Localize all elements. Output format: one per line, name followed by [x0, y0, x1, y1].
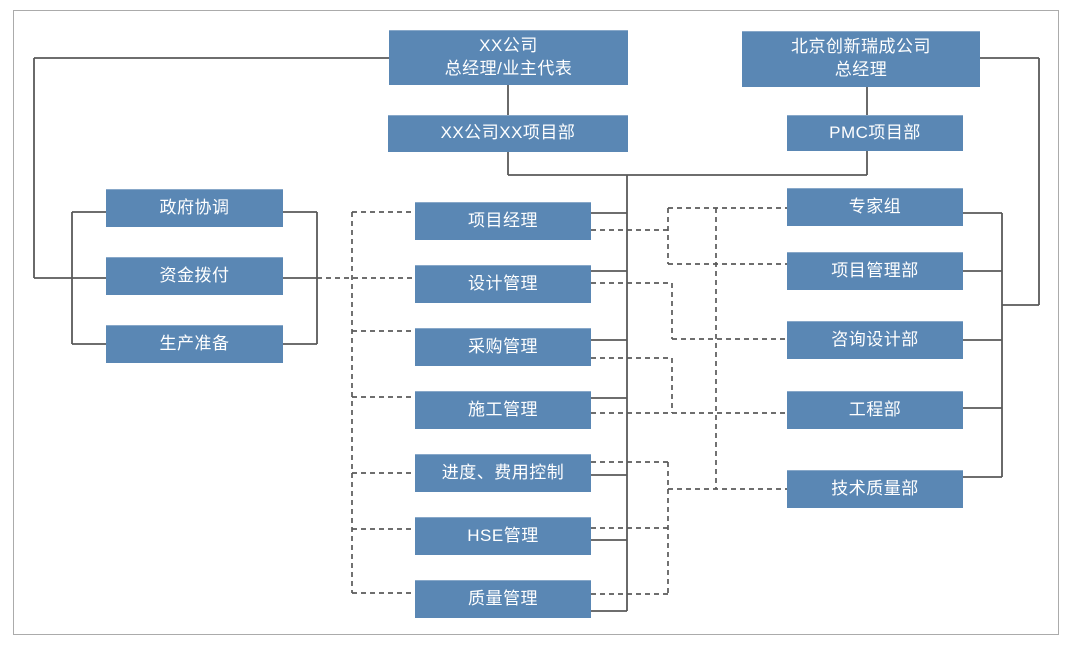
node-label: 咨询设计部 [831, 329, 919, 349]
node-owner-general-manager: XX公司 总经理/业主代表 [389, 30, 628, 85]
node-label: 政府协调 [159, 197, 230, 217]
node-production-preparation: 生产准备 [106, 325, 283, 363]
dashed-connectors [317, 207, 787, 595]
node-label: 技术质量部 [831, 478, 919, 498]
node-technical-quality-dept: 技术质量部 [787, 470, 963, 508]
node-label: 工程部 [848, 399, 902, 419]
node-government-coordination: 政府协调 [106, 189, 283, 227]
node-engineering-dept: 工程部 [787, 391, 963, 429]
node-project-manager: 项目经理 [415, 202, 591, 240]
node-pmc-project-dept: PMC项目部 [787, 115, 963, 151]
node-schedule-cost-control: 进度、费用控制 [415, 454, 591, 492]
node-label: 北京创新瑞成公司 [791, 37, 931, 57]
node-procurement-management: 采购管理 [415, 328, 591, 366]
node-label: 资金拨付 [159, 265, 230, 285]
node-consulting-design-dept: 咨询设计部 [787, 321, 963, 359]
node-hse-management: HSE管理 [415, 517, 591, 555]
node-design-management: 设计管理 [415, 265, 591, 303]
node-label: 总经理 [834, 60, 888, 79]
node-quality-management: 质量管理 [415, 580, 591, 618]
node-label: XX公司XX项目部 [440, 123, 576, 143]
node-beijing-pmc-general-manager: 北京创新瑞成公司 总经理 [742, 31, 980, 87]
node-label: 进度、费用控制 [441, 462, 565, 482]
node-label: 设计管理 [468, 273, 538, 293]
node-label: 质量管理 [468, 588, 538, 608]
node-label: HSE管理 [467, 525, 539, 545]
node-construction-management: 施工管理 [415, 391, 591, 429]
node-label: PMC项目部 [829, 122, 921, 142]
node-label: 项目管理部 [831, 260, 919, 280]
node-fund-allocation: 资金拨付 [106, 257, 283, 295]
diagram-frame [13, 10, 1059, 635]
node-label: 总经理/业主代表 [444, 58, 573, 78]
node-label: 项目经理 [468, 210, 538, 230]
node-expert-group: 专家组 [787, 188, 963, 226]
node-label: 生产准备 [159, 333, 230, 353]
node-owner-project-dept: XX公司XX项目部 [388, 115, 628, 152]
node-label: 专家组 [848, 196, 902, 216]
node-label: XX公司 [479, 35, 538, 55]
solid-connectors [33, 57, 1040, 612]
node-label: 施工管理 [468, 399, 538, 419]
node-label: 采购管理 [468, 336, 538, 356]
node-project-management-dept: 项目管理部 [787, 252, 963, 290]
